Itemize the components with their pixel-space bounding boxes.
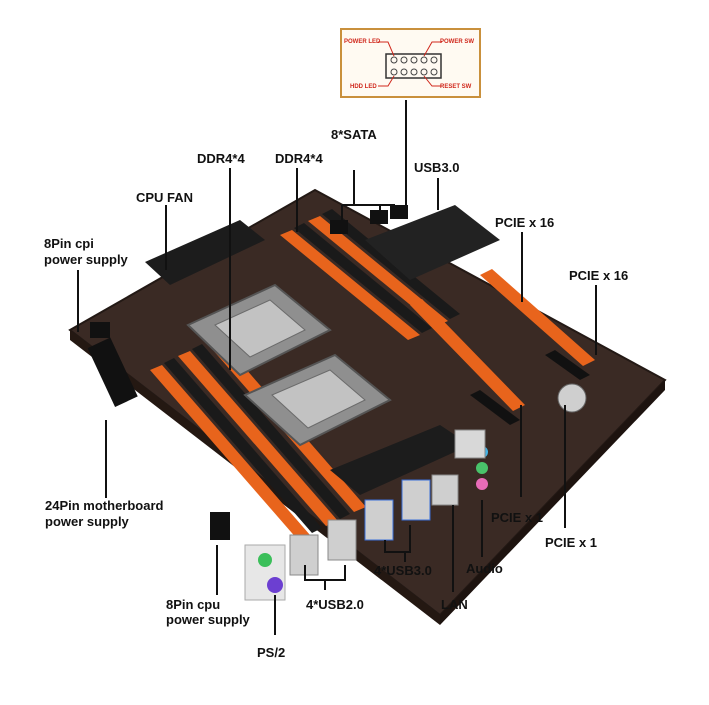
pcie-x1-label-a: PCIE x 1 [491, 510, 544, 525]
lan-port [431, 474, 459, 506]
ddr4-right-label: DDR4*4 [275, 151, 323, 166]
usb30-port [364, 499, 394, 541]
dimm-slot [322, 209, 460, 319]
ddr4-left-label: DDR4*4 [197, 151, 245, 166]
ps2-label: PS/2 [257, 645, 286, 660]
cpu-power-8pin-bottom-label-line2: power supply [166, 612, 250, 627]
pcb-edge-right [440, 380, 665, 625]
dimm-slot [164, 358, 322, 533]
dimm-slot [294, 223, 432, 333]
cpu-8pin-connector-bottom [210, 512, 230, 540]
cpu-8pin-connector-top [90, 322, 110, 338]
atx-24pin-label-line2: power supply [45, 514, 129, 529]
ddr4-slots-left [150, 337, 366, 540]
pcie-x1-slot [470, 390, 520, 425]
dimm-slot [192, 344, 350, 519]
rear-io [244, 429, 488, 601]
pcie-x16-slot [410, 299, 525, 411]
leader-line [384, 525, 411, 553]
usb20-port [327, 519, 357, 561]
vrm-heatsink-top [145, 220, 265, 285]
sata-label: 8*SATA [331, 127, 377, 142]
vrm-heatsink-bottom [330, 425, 470, 495]
audio-jack [476, 462, 488, 474]
power-sw-label: POWER SW [440, 39, 474, 45]
pcie-x16-label-a: PCIE x 16 [495, 215, 555, 230]
pcie-x1-label-b: PCIE x 1 [545, 535, 598, 550]
dimm-slot [178, 351, 338, 526]
pcie-x1-slot [545, 350, 590, 380]
cmos-battery [557, 383, 587, 413]
usb30-header-label: USB3.0 [414, 160, 460, 175]
dimm-slot [150, 365, 310, 540]
audio-label: Audio [466, 561, 503, 576]
sata-ports [330, 205, 408, 234]
cpu-socket-1 [186, 283, 332, 377]
chipset-heatsink [365, 205, 500, 280]
usb20-label: 4*USB2.0 [306, 597, 364, 612]
atx-24pin-connector [87, 337, 138, 407]
dimm-slot [280, 230, 420, 340]
pcie-slots [410, 269, 595, 425]
reset-sw-label: RESET SW [440, 84, 472, 90]
ddr4-slots-right [280, 209, 460, 340]
audio-jack [476, 478, 488, 490]
pcie-x16-slot [480, 269, 595, 366]
usb30-port [401, 479, 431, 521]
usb30-rear-label: 4*USB3.0 [374, 563, 432, 578]
io-shield [454, 429, 486, 459]
front-panel-header-diagram: POWER LED POWER SW HDD LED RESET SW [340, 28, 481, 98]
hdd-led-label: HDD LED [350, 84, 377, 90]
lan-label: LAN [441, 597, 468, 612]
leader-line [353, 170, 381, 220]
header-pin-graphic [378, 41, 442, 87]
leader-lines [77, 100, 597, 635]
power-led-label: POWER LED [344, 39, 381, 45]
cpu-socket-2 [243, 353, 392, 447]
dimm-slot [308, 216, 448, 326]
pcie-x16-label-b: PCIE x 16 [569, 268, 629, 283]
cpu-power-8pin-top-label-line1: 8Pin cpi [44, 236, 94, 251]
atx-24pin-label-line1: 24Pin motherboard [45, 498, 164, 513]
cpu-power-8pin-top-label-line2: power supply [44, 252, 128, 267]
cpu-fan-label: CPU FAN [136, 190, 194, 205]
cpu-power-8pin-bottom-label-line1: 8Pin cpu [166, 597, 221, 612]
